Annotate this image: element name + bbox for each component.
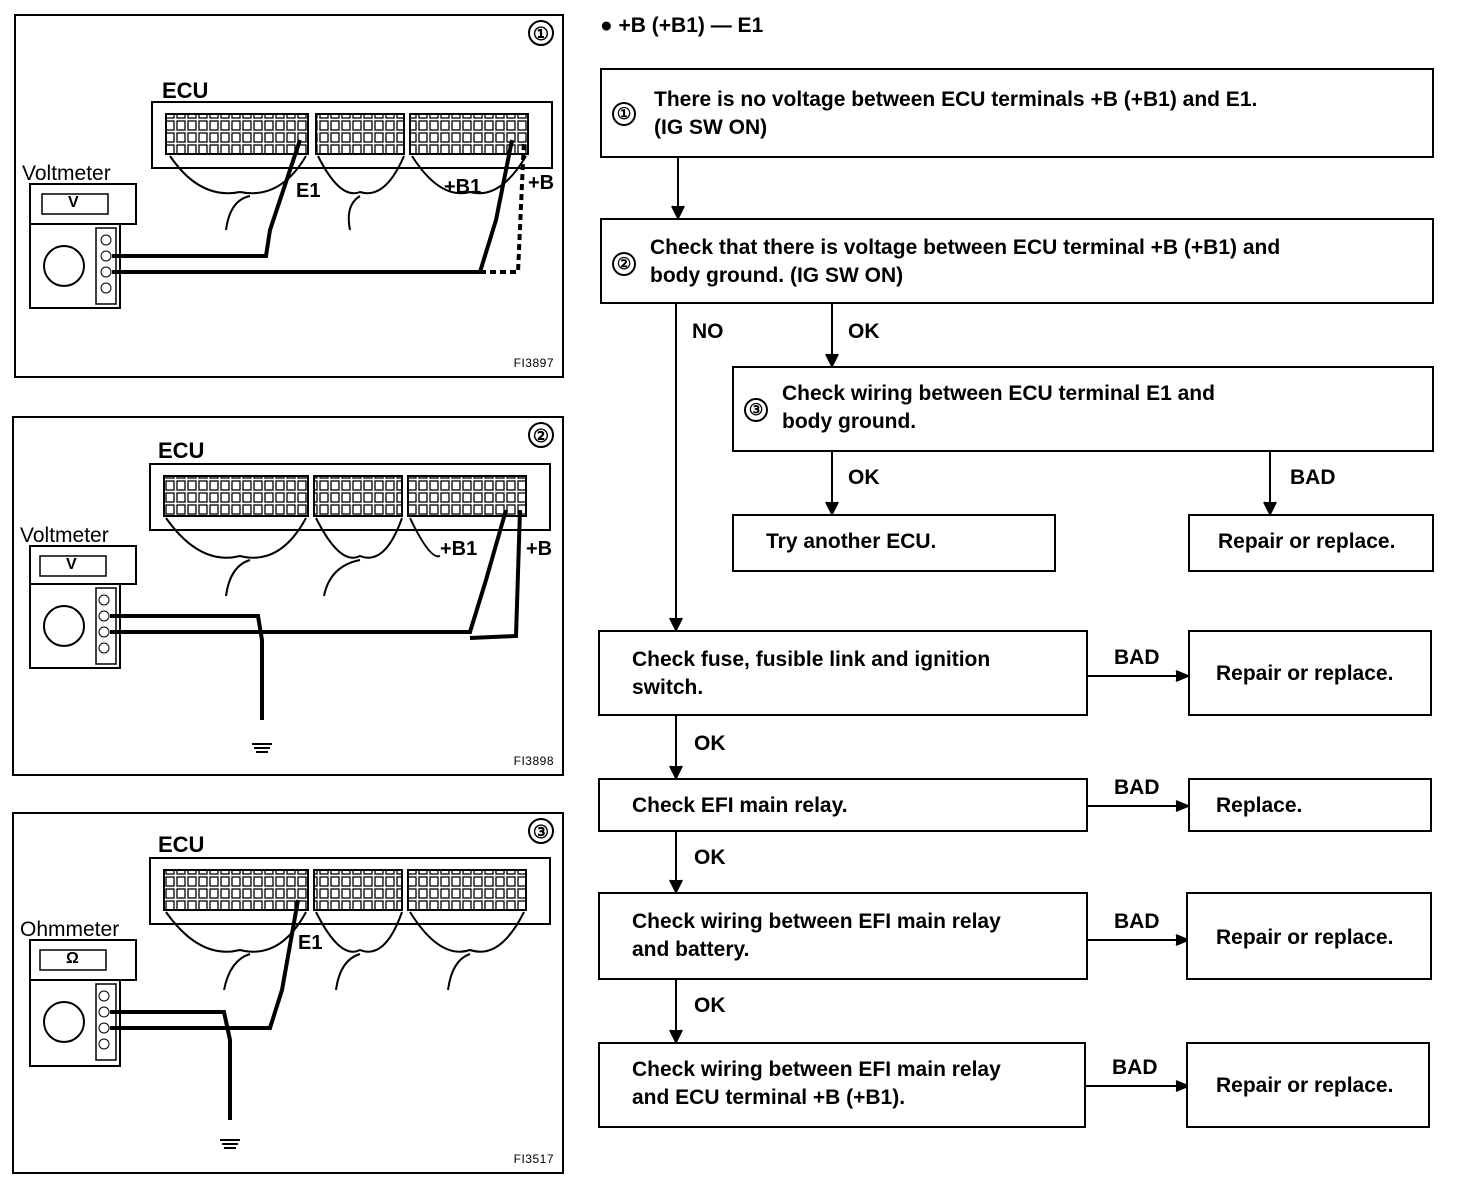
panel-number: ②	[528, 422, 554, 448]
ok-label: OK	[848, 466, 880, 489]
ok-label: OK	[848, 320, 880, 343]
step-number: ③	[744, 398, 768, 422]
repair-box-3: Repair or replace.	[1186, 892, 1432, 980]
step-text: Check that there is voltage between ECU …	[650, 236, 1281, 259]
step-1-box: ① There is no voltage between ECU termin…	[600, 68, 1434, 158]
meter-symbol: V	[68, 194, 79, 211]
voltmeter-1	[29, 139, 526, 309]
figure-code: FI3898	[513, 754, 554, 768]
title-text: +B (+B1) — E1	[618, 14, 764, 37]
probe-label-b1: +B1	[440, 538, 478, 560]
bad-label: BAD	[1290, 466, 1336, 489]
box-text: Replace.	[1216, 794, 1303, 817]
ecu-connector-3	[149, 857, 551, 991]
box-text: Check fuse, fusible link and ignition	[632, 648, 991, 671]
check-wiring-battery-box: Check wiring between EFI main relay and …	[598, 892, 1088, 980]
check-relay-box: Check EFI main relay.	[598, 778, 1088, 832]
replace-box: Replace.	[1188, 778, 1432, 832]
page-title: ● +B (+B1) — E1	[600, 14, 764, 37]
try-another-ecu-box: Try another ECU.	[732, 514, 1056, 572]
diagram-panel-1: ① ECU Voltmeter FI3897	[14, 14, 564, 378]
probe-label-b: +B	[526, 538, 553, 560]
bad-label: BAD	[1112, 1056, 1158, 1079]
figure-code: FI3517	[513, 1152, 554, 1166]
step-text: (IG SW ON)	[654, 116, 768, 139]
ok-label: OK	[694, 732, 726, 755]
bad-label: BAD	[1114, 646, 1160, 669]
box-text: Check EFI main relay.	[632, 794, 848, 817]
voltmeter-2	[29, 509, 522, 753]
step-text: There is no voltage between ECU terminal…	[654, 88, 1258, 111]
ok-label: OK	[694, 994, 726, 1017]
box-text: switch.	[632, 676, 704, 699]
box-text: and battery.	[632, 938, 750, 961]
ecu-label: ECU	[162, 78, 209, 103]
meter-label: Voltmeter	[22, 162, 111, 185]
check-fuse-box: Check fuse, fusible link and ignition sw…	[598, 630, 1088, 716]
step-number: ②	[612, 252, 636, 276]
step-text: body ground.	[782, 410, 917, 433]
flow-connectors	[669, 158, 1277, 1092]
ecu-label: ECU	[158, 438, 205, 463]
check-wiring-ecu-box: Check wiring between EFI main relay and …	[598, 1042, 1086, 1128]
ecu-connector-2	[149, 463, 551, 597]
no-label: NO	[692, 320, 724, 343]
box-text: Try another ECU.	[766, 530, 937, 553]
box-text: Repair or replace.	[1216, 662, 1394, 685]
ohmmeter-3	[29, 899, 300, 1149]
bad-label: BAD	[1114, 776, 1160, 799]
ecu-label: ECU	[158, 832, 205, 857]
figure-code: FI3897	[513, 356, 554, 370]
probe-label-e1: E1	[298, 932, 323, 954]
repair-box-1: Repair or replace.	[1188, 514, 1434, 572]
panel-number: ③	[528, 818, 554, 844]
meter-symbol: Ω	[66, 950, 79, 967]
meter-symbol: V	[66, 556, 77, 573]
step-number: ①	[612, 102, 636, 126]
step-3-box: ③ Check wiring between ECU terminal E1 a…	[732, 366, 1434, 452]
box-text: Check wiring between EFI main relay	[632, 910, 1001, 933]
probe-label-b: +B	[528, 172, 555, 194]
box-text: and ECU terminal +B (+B1).	[632, 1086, 906, 1109]
panel-number: ①	[528, 20, 554, 46]
repair-box-4: Repair or replace.	[1186, 1042, 1430, 1128]
probe-label-b1: +B1	[444, 176, 482, 198]
box-text: Repair or replace.	[1216, 926, 1394, 949]
meter-label: Ohmmeter	[20, 918, 120, 941]
box-text: Repair or replace.	[1216, 1074, 1394, 1097]
box-text: Repair or replace.	[1218, 530, 1396, 553]
ecu-connector-1	[151, 101, 553, 231]
box-text: Check wiring between EFI main relay	[632, 1058, 1001, 1081]
bad-label: BAD	[1114, 910, 1160, 933]
step-2-box: ② Check that there is voltage between EC…	[600, 218, 1434, 304]
step-text: body ground. (IG SW ON)	[650, 264, 904, 287]
ok-label: OK	[694, 846, 726, 869]
step-text: Check wiring between ECU terminal E1 and	[782, 382, 1215, 405]
repair-box-2: Repair or replace.	[1188, 630, 1432, 716]
meter-label: Voltmeter	[20, 524, 109, 547]
probe-label-e1: E1	[296, 180, 321, 202]
